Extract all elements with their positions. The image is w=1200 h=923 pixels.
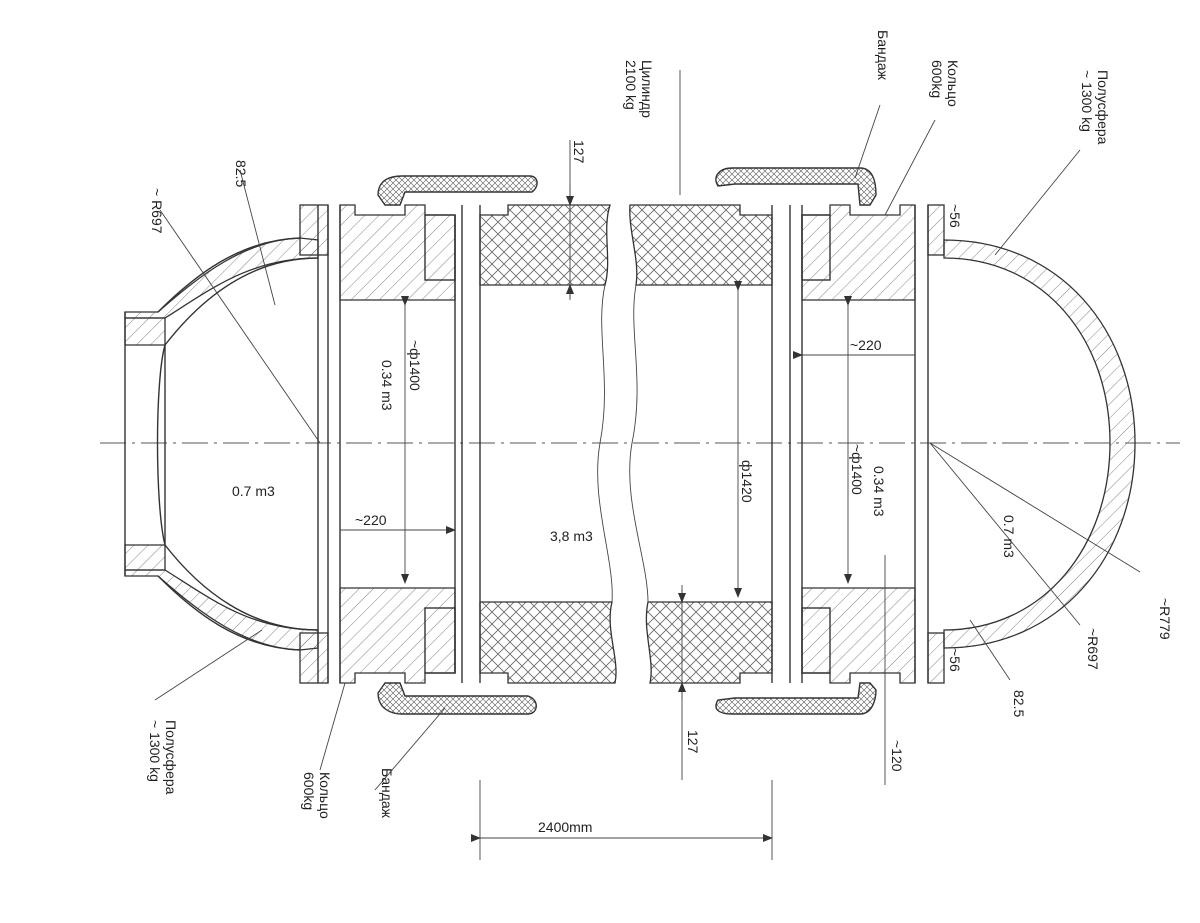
volume-ring-right: 0.34 m3 [871, 466, 887, 517]
volume-cylinder: 3,8 m3 [550, 528, 593, 544]
label-hemisphere-right: Полусфера [1095, 70, 1111, 145]
label-cylinder: Цилиндр [639, 60, 655, 118]
dimension-lines [154, 70, 1141, 860]
dim-ring-depth-bottom: ~220 [355, 512, 387, 528]
left-hemisphere [124, 204, 329, 684]
label-ring-right-mass: 600kg [929, 60, 945, 98]
annotation-labels: Полусфера ~ 1300 kg Кольцо 600kg Бандаж … [147, 30, 1173, 819]
dim-cylinder-wall-bottom: 127 [685, 730, 701, 754]
left-bandage-bottom [377, 682, 537, 715]
dim-flange-bottom: ~56 [947, 648, 963, 672]
volume-hemisphere-right: 0.7 m3 [1001, 515, 1017, 558]
label-bandage-right: Бандаж [875, 30, 891, 81]
dim-ring-depth-top: ~220 [850, 337, 882, 353]
label-hemisphere-left-mass: ~ 1300 kg [147, 720, 163, 782]
dim-wall-thickness-right: 82.5 [1011, 690, 1027, 717]
label-hemisphere-right-mass: ~ 1300 kg [1079, 70, 1095, 132]
cylinder [461, 204, 791, 684]
label-ring-left-mass: 600kg [301, 772, 317, 810]
right-bandage-bottom [715, 682, 877, 715]
right-hemisphere [927, 204, 1136, 684]
label-ring-right: Кольцо [945, 60, 961, 107]
right-bandage-top [715, 167, 877, 206]
left-bandage-top [377, 175, 538, 206]
dim-wall-thickness-left: 82.5 [233, 160, 249, 187]
dim-diameter-ring-right: ~ф1400 [849, 444, 865, 495]
label-ring-left: Кольцо [317, 772, 333, 819]
dim-length: 2400mm [538, 819, 592, 835]
dim-radius-outer-right: ~R779 [1157, 598, 1173, 640]
left-ring [339, 204, 456, 684]
label-hemisphere-left: Полусфера [163, 720, 179, 795]
label-cylinder-mass: 2100 kg [623, 60, 639, 110]
dim-diameter-cylinder: ф1420 [739, 460, 755, 503]
volume-hemisphere-left: 0.7 m3 [232, 483, 275, 499]
label-bandage-left: Бандаж [379, 768, 395, 819]
dim-radius-right: ~R697 [1085, 628, 1101, 670]
volume-ring-left: 0.34 m3 [379, 360, 395, 411]
right-ring [801, 204, 916, 684]
dim-cylinder-wall-top: 127 [571, 140, 587, 164]
dim-flange-top: ~56 [947, 204, 963, 228]
dim-bandage-offset: ~120 [889, 740, 905, 772]
dim-radius-left: ~ R697 [149, 188, 165, 234]
dim-diameter-ring-left: ~ф1400 [407, 340, 423, 391]
